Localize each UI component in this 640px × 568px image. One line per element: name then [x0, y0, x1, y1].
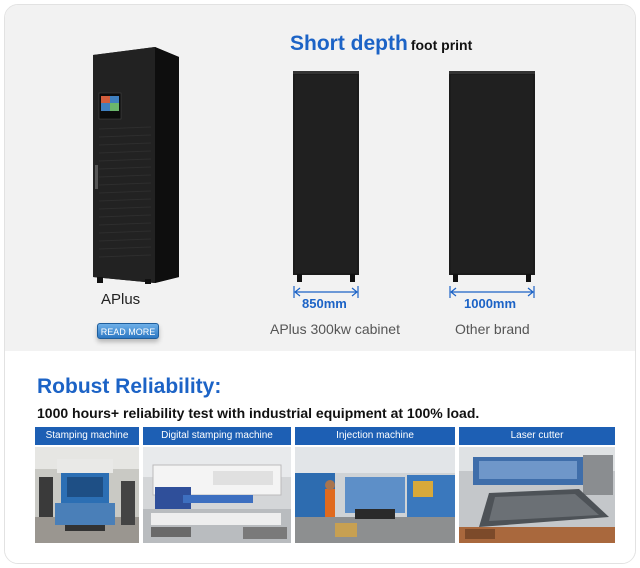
other-width-label: 1000mm [464, 296, 517, 311]
reliability-panel: Robust Reliability: 1000 hours+ reliabil… [5, 355, 635, 563]
reliability-subtitle: 1000 hours+ reliability test with indust… [37, 405, 480, 421]
machine-card-stamping: Stamping machine [35, 427, 139, 543]
machine-card-digital-stamping: Digital stamping machine [143, 427, 291, 543]
read-more-button[interactable]: READ MORE [97, 323, 159, 339]
other-brand-caption: Other brand [455, 321, 530, 337]
aplus-width-label: 850mm [302, 296, 347, 311]
headline-small: foot print [410, 37, 473, 53]
headline-big: Short depth [290, 32, 408, 55]
machine-label: Injection machine [295, 427, 455, 445]
ups-cabinet-image [85, 45, 181, 285]
aplus-cabinet-caption: APlus 300kw cabinet [270, 321, 400, 337]
machine-label: Digital stamping machine [143, 427, 291, 445]
injection-machine-photo [295, 447, 455, 543]
machine-label: Stamping machine [35, 427, 139, 445]
other-brand-cabinet-image [449, 71, 535, 283]
stamping-machine-photo [35, 447, 139, 543]
machine-label: Laser cutter [459, 427, 615, 445]
machine-card-injection: Injection machine [295, 427, 455, 543]
product-name: APlus [101, 291, 141, 308]
machine-card-laser-cutter: Laser cutter [459, 427, 615, 543]
width-dimension-arrow [449, 285, 535, 298]
reliability-title: Robust Reliability: [37, 375, 222, 398]
digital-stamping-machine-photo [143, 447, 291, 543]
width-dimension-arrow [293, 285, 359, 298]
aplus-cabinet-image [293, 71, 359, 283]
laser-cutter-photo [459, 447, 615, 543]
